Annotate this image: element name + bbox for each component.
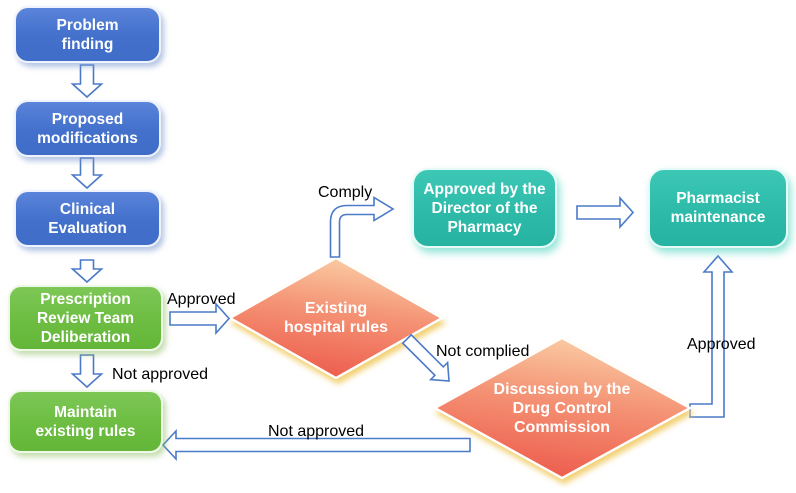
- arrow-down-2: [70, 157, 104, 190]
- arrow-down-1: [70, 64, 104, 99]
- arrow-right-approved: [169, 301, 231, 336]
- edge-label-not-approved-review: Not approved: [112, 366, 209, 383]
- arrow-right-director-to-pharmacist: [576, 195, 635, 230]
- decision-drug-control-commission: [432, 336, 693, 480]
- label-drug-control-commission: Discussion by the Drug Control Commissio…: [493, 381, 631, 436]
- edge-label-not-approved-commission: Not approved: [268, 423, 365, 440]
- arrow-curved-comply: [329, 196, 395, 258]
- node-maintain-existing-rules: Maintain existing rules: [8, 390, 163, 453]
- edge-label-approved-commission: Approved: [687, 336, 756, 353]
- node-pharmacist-maintenance: Pharmacist maintenance: [648, 168, 788, 248]
- node-proposed-modifications: Proposed modifications: [14, 100, 161, 157]
- connector-commission-to-pharmacist: [689, 254, 734, 418]
- node-approved-by-director: Approved by the Director of the Pharmacy: [412, 168, 557, 248]
- node-problem-finding: Problem finding: [14, 6, 161, 63]
- arrow-diagonal-not-complied: [401, 333, 450, 382]
- arrow-down-4: [70, 354, 104, 389]
- arrow-down-3: [70, 259, 104, 284]
- edge-label-approved-review: Approved: [167, 291, 236, 308]
- edge-label-comply: Comply: [318, 184, 373, 201]
- node-clinical-evaluation: Clinical Evaluation: [14, 190, 161, 247]
- edge-label-not-complied: Not complied: [436, 343, 530, 360]
- label-existing-hospital-rules: Existing hospital rules: [283, 300, 389, 336]
- decision-existing-hospital-rules: [227, 256, 445, 380]
- arrow-left-not-approved: [161, 428, 471, 462]
- node-prescription-review-team: Prescription Review Team Deliberation: [8, 285, 163, 351]
